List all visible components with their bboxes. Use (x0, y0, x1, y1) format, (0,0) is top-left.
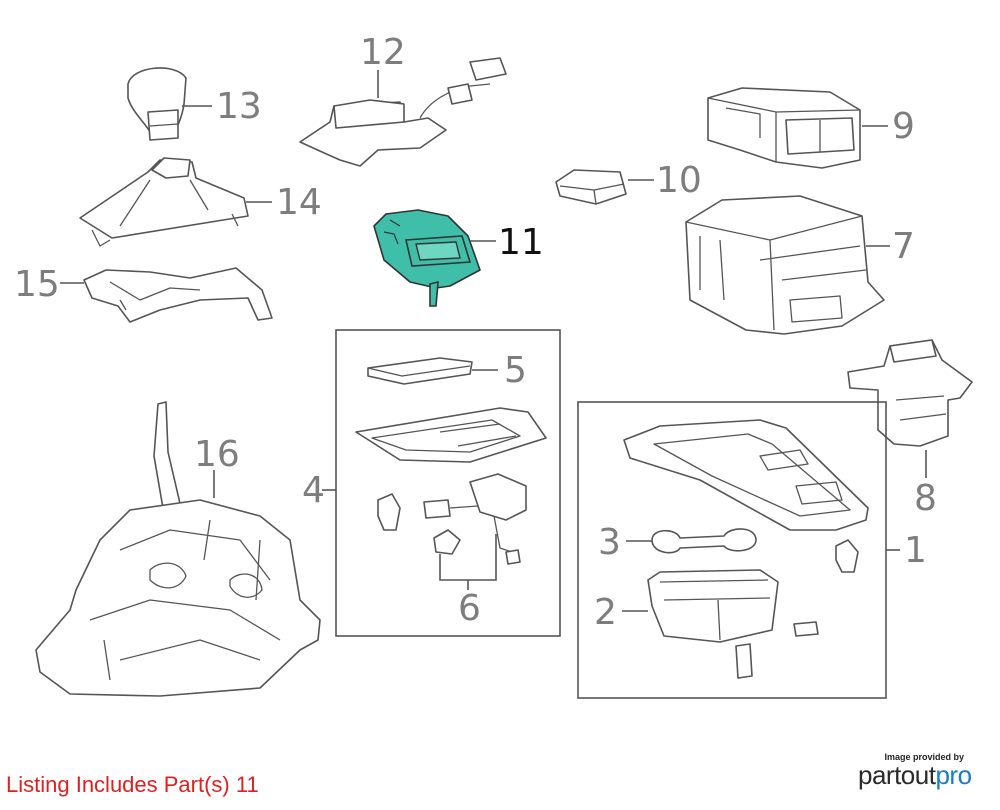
part-9-switch-panel[interactable] (707, 87, 861, 169)
callout-5: 5 (504, 350, 527, 391)
callout-3: 3 (598, 522, 621, 563)
callout-4: 4 (302, 470, 325, 511)
callout-14: 14 (276, 182, 322, 223)
callout-15: 15 (14, 264, 60, 305)
part-6-connector[interactable] (423, 499, 479, 519)
callout-13: 13 (216, 86, 262, 127)
part-8-switch-assembly[interactable] (847, 339, 973, 447)
part-13-shift-knob[interactable] (127, 67, 187, 141)
callout-6: 6 (458, 588, 481, 629)
brand-caption: Image provided by (884, 752, 964, 762)
part-12-shift-lock[interactable] (299, 57, 507, 167)
part-6-cap[interactable] (433, 529, 461, 555)
part-7-control-module[interactable] (685, 195, 885, 335)
brand-watermark: Image provided by partoutpro (858, 752, 994, 791)
brand-name-part1: partout (858, 760, 936, 790)
callout-11: 11 (498, 222, 544, 263)
group-box-4 (335, 329, 561, 637)
part-14-shift-boot[interactable] (79, 157, 249, 247)
callout-2: 2 (594, 592, 617, 633)
part-1-clip[interactable] (835, 539, 859, 573)
part-11-indicator-housing[interactable] (373, 209, 481, 307)
callout-7: 7 (892, 226, 915, 267)
listing-note: Listing Includes Part(s) 11 (6, 772, 259, 797)
callout-12: 12 (360, 32, 406, 73)
callout-10: 10 (656, 160, 702, 201)
partoutpro-logo: partoutpro (858, 760, 994, 791)
callout-8: 8 (914, 478, 937, 519)
callout-1: 1 (904, 530, 927, 571)
callout-9: 9 (892, 106, 915, 147)
part-6-switch[interactable] (469, 473, 527, 565)
part-5-trim-plate[interactable] (367, 357, 473, 385)
brand-name-part2: pro (935, 760, 972, 790)
part-3-gasket[interactable] (651, 528, 757, 554)
part-10-switch[interactable] (555, 169, 627, 205)
part-1-console-panel[interactable] (623, 419, 869, 531)
part-2-console-box[interactable] (647, 569, 819, 679)
part-4-bezel[interactable] (355, 407, 547, 463)
part-4-clip[interactable] (377, 493, 401, 531)
part-16-shifter-assembly[interactable] (35, 401, 321, 697)
part-15-bracket[interactable] (83, 267, 273, 323)
callout-16: 16 (194, 434, 240, 475)
